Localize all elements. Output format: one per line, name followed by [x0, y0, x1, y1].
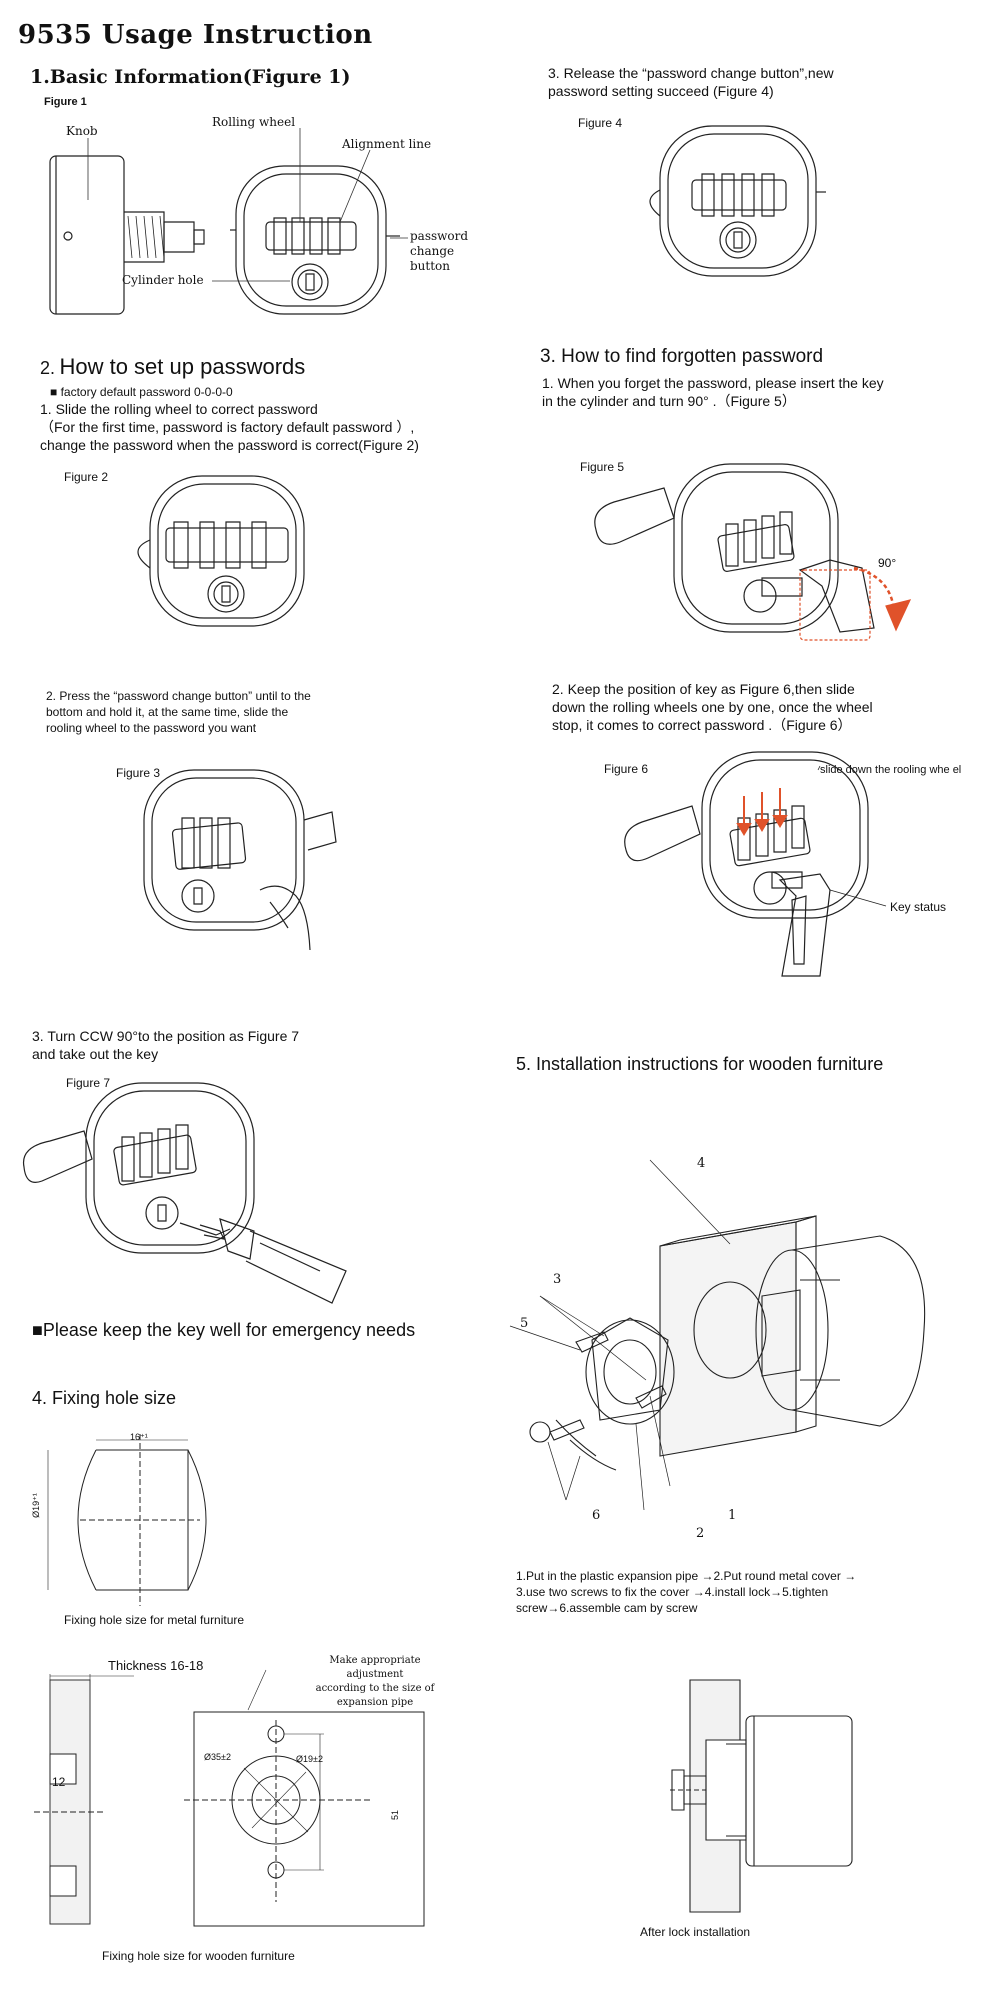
factory-default-password: ■ factory default password 0-0-0-0	[50, 385, 233, 399]
dial-window	[266, 218, 356, 254]
section-3-title: 3. How to find forgotten password	[540, 346, 824, 367]
figure-3-label: Figure 3	[116, 766, 161, 780]
callout-cylinder-hole: Cylinder hole	[122, 273, 204, 287]
part-label-6: 6	[592, 1508, 601, 1523]
callout-knob: Knob	[66, 124, 98, 138]
wood-front-view	[184, 1670, 424, 1926]
sec2-step2-line1: 2. Press the “password change button” un…	[46, 689, 311, 703]
dim-35: Ø35±2	[204, 1752, 231, 1762]
section-4-title: 4. Fixing hole size	[32, 1388, 177, 1408]
part-label-3: 3	[553, 1272, 562, 1287]
dim-51: 51	[390, 1809, 401, 1821]
dim-width-16: 16⁺¹	[130, 1432, 148, 1442]
part-label-4: 4	[697, 1156, 706, 1171]
figure-1-side-view	[40, 150, 210, 320]
sec3-step2-line1: 2. Keep the position of key as Figure 6,…	[552, 681, 855, 697]
part-label-5: 5	[520, 1316, 529, 1331]
wooden-hole-diagram	[34, 1670, 454, 1940]
metal-hole-diagram	[40, 1430, 220, 1610]
sec2-step2-line2: bottom and hold it, at the same time, sl…	[46, 705, 289, 719]
section-2-title: 2. How to set up passwords	[40, 354, 306, 379]
sec2-step1-line2: （For the first time, password is factory…	[40, 419, 415, 435]
install-steps-line2: 3.use two screws to fix the cover →4.ins…	[516, 1585, 829, 1599]
callout-password-change-button: password change button	[410, 229, 469, 273]
figure-2-label: Figure 2	[64, 470, 109, 484]
exploded-installation-diagram	[500, 1140, 940, 1540]
part-leader-lines	[510, 1160, 730, 1510]
figure-6-label: Figure 6	[604, 762, 649, 776]
after-installation-caption: After lock installation	[640, 1925, 751, 1939]
lock-body-side	[50, 156, 124, 314]
figure-7-lock-with-key	[20, 1075, 360, 1305]
figure-5-lock-turn-key	[590, 460, 920, 660]
sec2-step3-line1: 3. Turn CCW 90°to the position as Figure…	[32, 1028, 300, 1044]
adjustment-note: Make appropriate adjustment according to…	[315, 1655, 435, 1708]
metal-furniture-caption: Fixing hole size for metal furniture	[64, 1613, 245, 1627]
sec3-step2-line3: stop, it comes to correct password .（Fig…	[552, 717, 852, 733]
lock-body	[756, 1236, 925, 1426]
section-5-title: 5. Installation instructions for wooden …	[516, 1054, 884, 1074]
sec2-step2-line3: rooling wheel to the password you want	[46, 721, 257, 735]
sec1b-step3-line1: 3. Release the “password change button”,…	[548, 65, 834, 81]
figure-1-front-view	[230, 160, 410, 320]
install-steps-line1: 1.Put in the plastic expansion pipe →2.P…	[516, 1569, 857, 1583]
part-label-1: 1	[728, 1508, 737, 1523]
install-steps-line3: screw→6.assemble cam by screw	[516, 1601, 698, 1615]
screws	[530, 1332, 666, 1442]
figure-4-label: Figure 4	[578, 116, 623, 130]
figure-4-lock	[640, 120, 830, 280]
sec2-step1-line3: change the password when the password is…	[40, 437, 419, 453]
angle-90-label: 90°	[878, 556, 897, 570]
sec3-step1-line2: in the cylinder and turn 90° .（Figure 5）	[542, 393, 796, 409]
key-rotation-indicator	[800, 568, 894, 640]
dim-height-19: Ø19⁺¹	[30, 1493, 41, 1518]
part-label-2: 2	[696, 1526, 705, 1541]
figure-5-label: Figure 5	[580, 460, 625, 474]
figure-7-label: Figure 7	[66, 1076, 111, 1090]
figure-2-lock	[120, 470, 320, 630]
figure-1-label: Figure 1	[44, 96, 87, 108]
metal-cover	[586, 1318, 674, 1424]
figure-3-lock-with-finger	[140, 760, 340, 960]
sec1b-step3-line2: password setting succeed (Figure 4)	[548, 83, 774, 99]
sec2-step3-line2: and take out the key	[32, 1046, 159, 1062]
callout-alignment-line: Alignment line	[342, 137, 432, 151]
sec3-step1-line1: 1. When you forget the password, please …	[542, 375, 884, 391]
dim-19: Ø19±2	[296, 1754, 323, 1764]
page-title: 9535 Usage Instruction	[18, 20, 373, 50]
sec2-step1-line1: 1. Slide the rolling wheel to correct pa…	[40, 401, 318, 417]
figure-6-lock-slide-wheels	[620, 740, 900, 1000]
section-1-title: 1.Basic Information(Figure 1)	[30, 66, 351, 88]
thickness-label: Thickness 16-18	[108, 1658, 204, 1673]
rotation-arrow-head	[886, 600, 910, 630]
key-status-label: Key status	[890, 900, 947, 914]
keep-key-note: ■Please keep the key well for emergency …	[32, 1320, 416, 1340]
wooden-furniture-caption: Fixing hole size for wooden furniture	[102, 1949, 295, 1963]
sec3-step2-line2: down the rolling wheels one by one, once…	[552, 699, 873, 715]
slide-down-arrows	[738, 788, 786, 834]
wood-cross-section	[34, 1674, 134, 1924]
callout-rolling-wheel: Rolling wheel	[212, 115, 296, 129]
dim-12: 12	[52, 1775, 66, 1789]
after-installation-diagram	[670, 1676, 870, 1916]
wood-panel	[660, 1216, 816, 1456]
